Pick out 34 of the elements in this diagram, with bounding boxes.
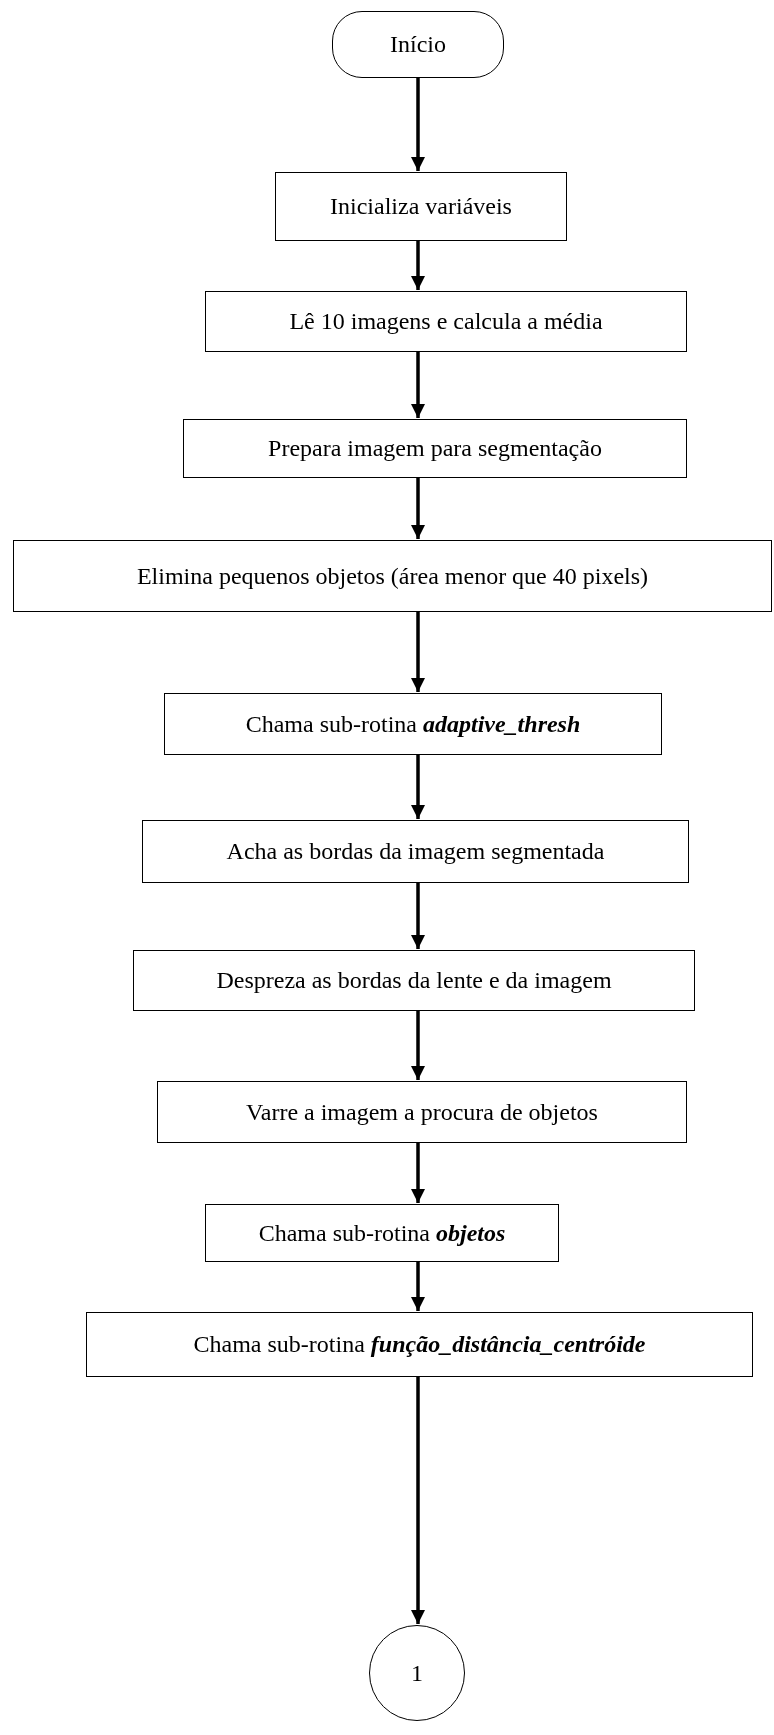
process-box: [157, 1081, 687, 1143]
arrow: [411, 1377, 425, 1624]
process-box: [275, 172, 567, 241]
process-box: [183, 419, 687, 478]
node-label: Chama sub-rotina objetos: [258, 1219, 506, 1247]
node-label: Chama sub-rotina função_distância_centróide: [193, 1331, 646, 1358]
node-label: Varre a imagem a procura de objetos: [246, 1098, 598, 1126]
node-label: 1: [411, 1659, 423, 1687]
arrow: [411, 78, 425, 171]
node-label: Início: [390, 31, 446, 58]
process-box: [205, 291, 687, 352]
arrow: [411, 478, 425, 539]
node-label: Lê 10 imagens e calcula a média: [289, 308, 603, 335]
start-terminal: [332, 11, 504, 78]
node-label: Inicializa variáveis: [330, 193, 512, 220]
process-box: [142, 820, 689, 883]
process-box: [205, 1204, 559, 1262]
process-box: [133, 950, 695, 1011]
node-label: Acha as bordas da imagem segmentada: [226, 838, 605, 865]
process-box: [86, 1312, 753, 1377]
arrow: [411, 612, 425, 692]
process-box: [13, 540, 772, 612]
process-box: [164, 693, 662, 755]
arrow: [411, 755, 425, 819]
arrow: [411, 1011, 425, 1080]
arrow: [411, 241, 425, 290]
arrow: [411, 883, 425, 949]
arrow: [411, 352, 425, 418]
node-label: Prepara imagem para segmentação: [268, 435, 602, 462]
arrow: [411, 1143, 425, 1203]
node-label: Elimina pequenos objetos (área menor que 40 pixels): [136, 562, 649, 590]
arrow: [411, 1262, 425, 1311]
node-label: Chama sub-rotina adaptive_thresh: [245, 710, 581, 738]
node-label: Despreza as bordas da lente e da imagem: [216, 967, 612, 994]
